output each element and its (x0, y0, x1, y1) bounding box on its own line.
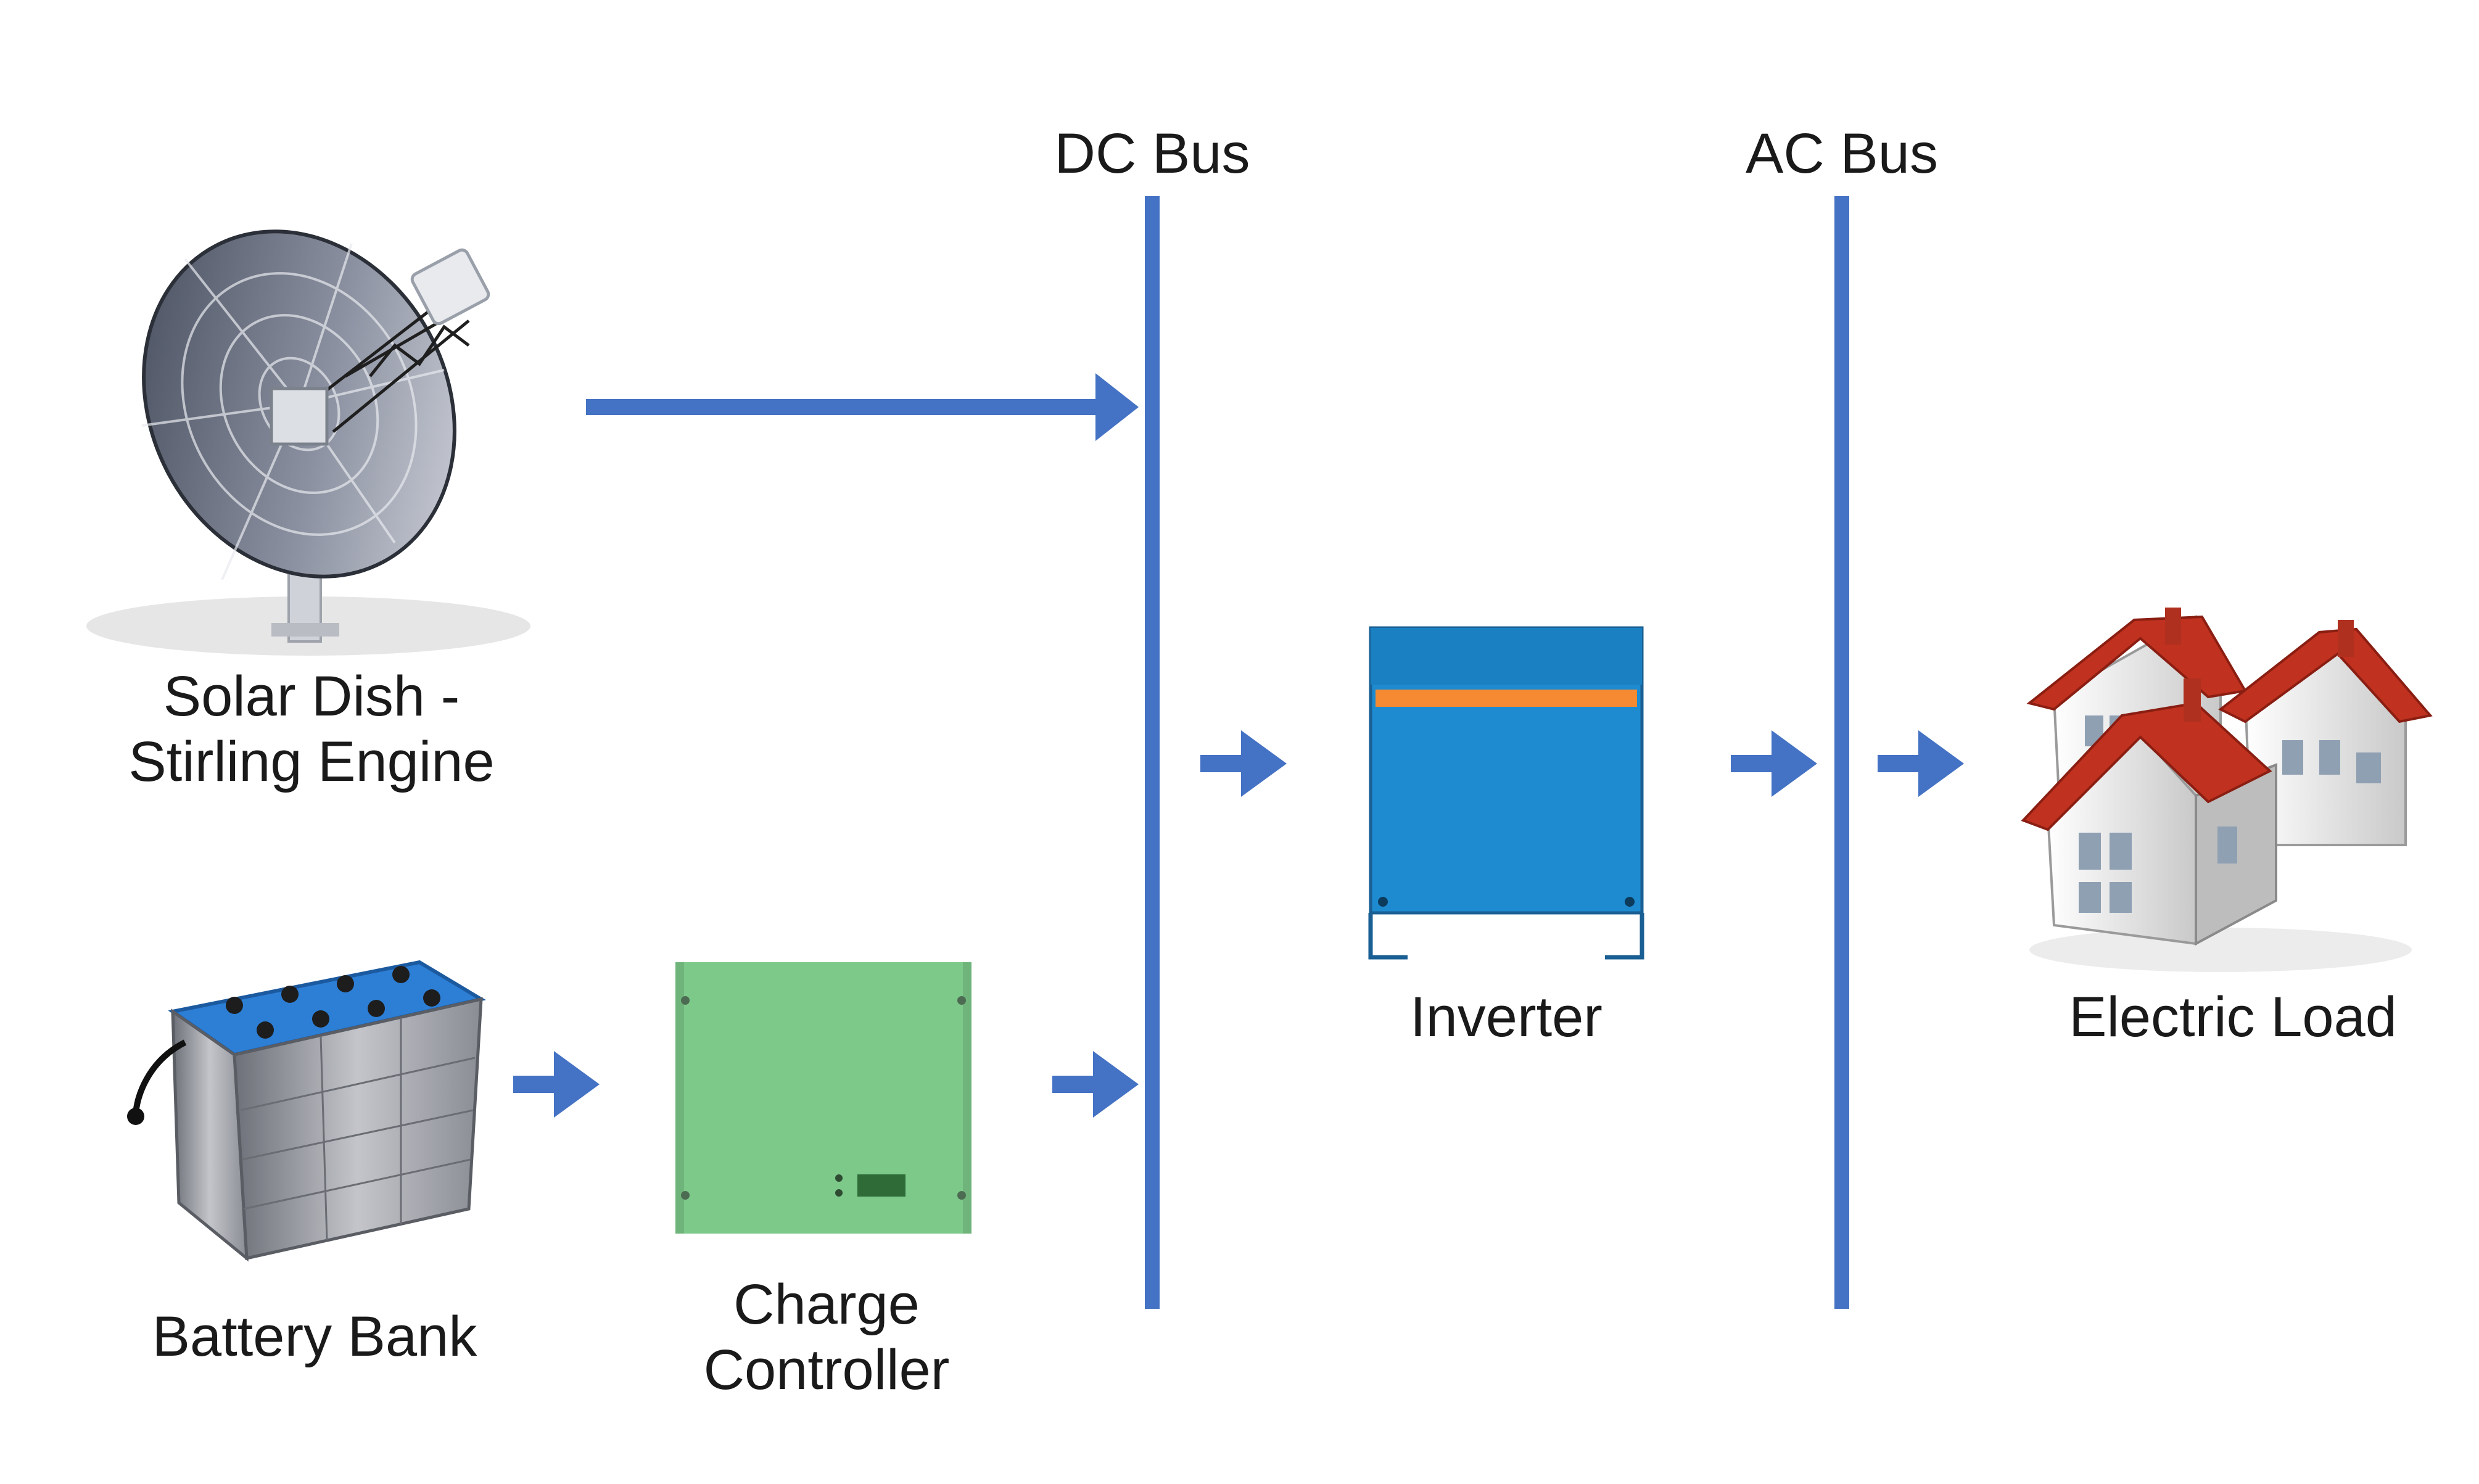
charge-controller-label-line2: Controller (703, 1338, 950, 1401)
solar-dish-icon (86, 229, 530, 656)
ac-bus-text: AC Bus (1746, 122, 1938, 185)
ac-bus-label: AC Bus (1743, 121, 1941, 186)
dc-bus-line (1145, 196, 1160, 1309)
battery-bank-text: Battery Bank (152, 1305, 477, 1368)
arrow-controller-to-dc (1052, 1051, 1139, 1118)
ac-bus-line (1834, 196, 1849, 1309)
arrow-ac-to-load (1878, 730, 1964, 797)
solar-dish-label: Solar Dish - Stirling Engine (93, 664, 530, 794)
solar-dish-label-line1: Solar Dish - (163, 665, 460, 728)
battery-bank-icon (127, 960, 486, 1262)
dc-bus-text: DC Bus (1054, 122, 1250, 185)
arrow-dc-to-inverter (1200, 730, 1287, 797)
charge-controller-label: Charge Controller (654, 1272, 999, 1403)
electric-load-text: Electric Load (2069, 986, 2397, 1049)
electric-load-label: Electric Load (2011, 984, 2455, 1050)
inverter-text: Inverter (1410, 986, 1602, 1049)
solar-dish-label-line2: Stirling Engine (128, 730, 495, 793)
dc-bus-label: DC Bus (1054, 121, 1251, 186)
inverter-icon (1368, 626, 1644, 960)
battery-bank-label: Battery Bank (111, 1304, 518, 1369)
houses-icon (2021, 608, 2433, 972)
charge-controller-label-line1: Charge (733, 1273, 920, 1336)
inverter-label: Inverter (1352, 984, 1660, 1050)
arrow-solar-to-dc (586, 373, 1139, 441)
arrow-inverter-to-ac (1731, 730, 1817, 797)
arrow-battery-to-controller (513, 1051, 600, 1118)
charge-controller-icon (675, 962, 971, 1234)
